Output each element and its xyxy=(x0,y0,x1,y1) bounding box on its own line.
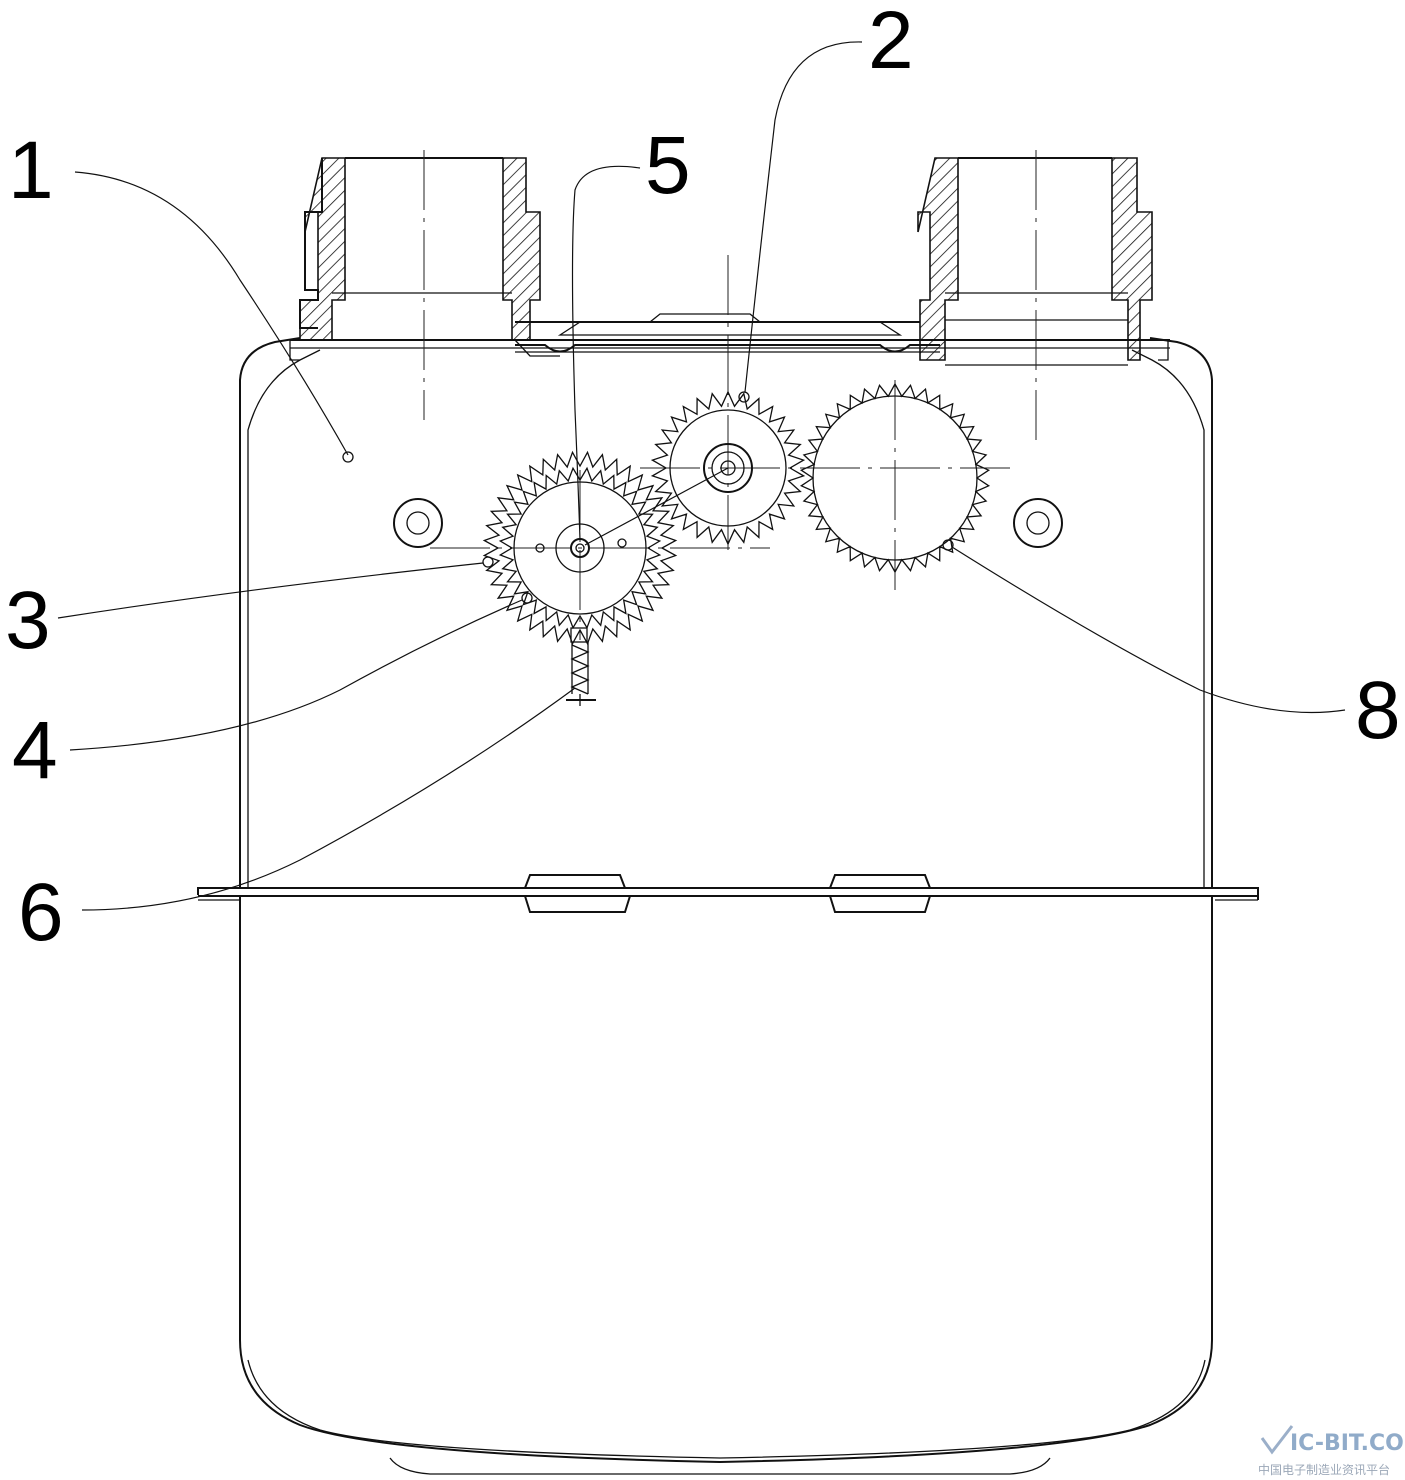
watermark: IC-BIT.COM 中国电子制造业资讯平台 xyxy=(1258,1425,1405,1477)
label-4: 4 xyxy=(12,705,58,796)
point-2 xyxy=(738,391,750,403)
leader-5 xyxy=(571,165,641,541)
label-3: 3 xyxy=(5,575,51,666)
g2teeth-ring xyxy=(650,390,806,546)
gear-3-teeth xyxy=(498,466,662,630)
leader-1 xyxy=(74,171,349,456)
label-8: 8 xyxy=(1355,665,1401,756)
watermark-logo: IC-BIT.COM xyxy=(1290,1431,1405,1456)
leader-3 xyxy=(57,562,484,619)
middle-flange xyxy=(197,874,1259,913)
lower-housing xyxy=(239,896,1213,1475)
gear-2-teeth xyxy=(650,390,806,546)
g34teeth-ring xyxy=(482,450,678,646)
left-boss xyxy=(393,498,443,548)
gear-4-teeth xyxy=(482,450,678,646)
leader-5b xyxy=(584,467,729,546)
point-3 xyxy=(482,556,494,568)
label-6: 6 xyxy=(18,867,64,958)
gear-8-assembly xyxy=(799,382,991,574)
right-pipe-fitting xyxy=(917,150,1153,440)
gear-2-assembly xyxy=(650,390,806,546)
leader-6 xyxy=(81,687,576,911)
point-4 xyxy=(521,592,533,604)
left-pipe-fitting xyxy=(299,150,541,420)
gear-3-4-assembly xyxy=(482,450,678,646)
point-8 xyxy=(942,539,954,551)
upper-housing xyxy=(239,337,1213,888)
label-1: 1 xyxy=(8,125,54,216)
g3teeth-ring xyxy=(498,466,662,630)
leader-8 xyxy=(951,546,1346,714)
watermark-check-icon xyxy=(1260,1425,1294,1455)
point-1 xyxy=(342,451,354,463)
leader-2 xyxy=(744,41,863,393)
right-boss xyxy=(1013,498,1063,548)
spring-6 xyxy=(566,627,596,706)
label-2: 2 xyxy=(868,0,914,86)
label-5: 5 xyxy=(645,120,691,211)
watermark-subtitle: 中国电子制造业资讯平台 xyxy=(1258,1462,1390,1477)
leader-4 xyxy=(69,599,523,751)
